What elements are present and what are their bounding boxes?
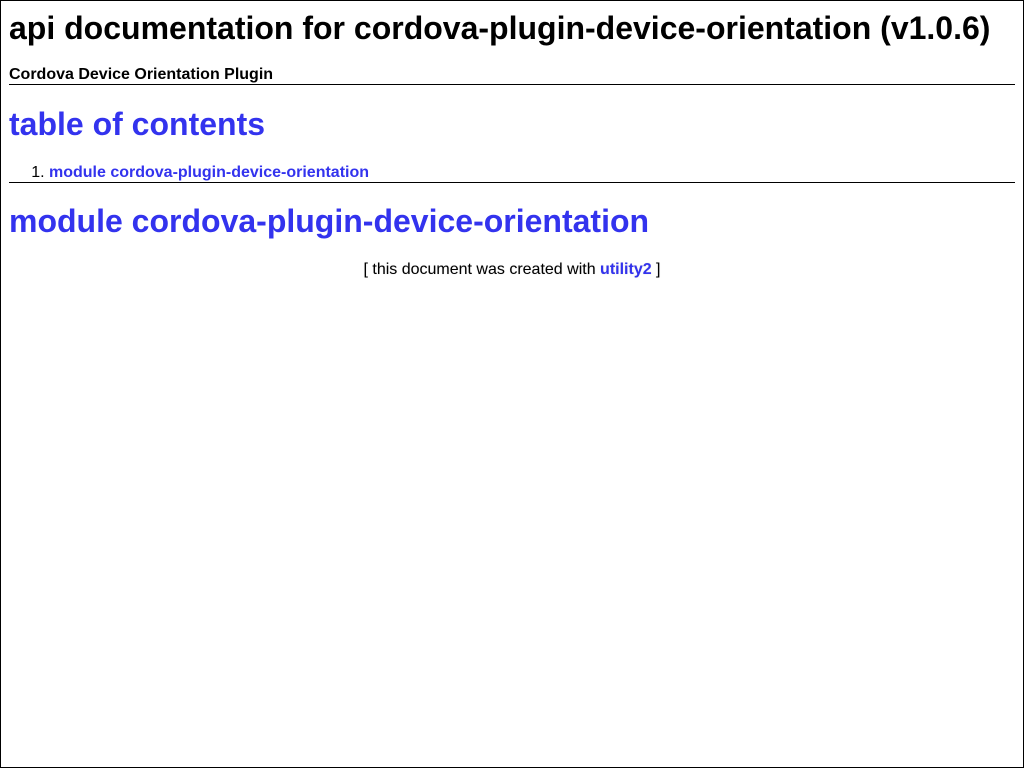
footer-prefix: [ this document was created with bbox=[363, 261, 601, 278]
toc-link-module[interactable]: module cordova-plugin-device-orientation bbox=[49, 164, 370, 181]
toc-heading[interactable]: table of contents bbox=[9, 106, 1015, 143]
utility2-link[interactable]: utility2 bbox=[600, 261, 652, 278]
footer-suffix: ] bbox=[651, 261, 661, 278]
module-heading-link[interactable]: module cordova-plugin-device-orientation bbox=[9, 203, 650, 239]
divider bbox=[9, 182, 1015, 183]
page-subtitle: Cordova Device Orientation Plugin bbox=[9, 66, 274, 83]
toc-list: module cordova-plugin-device-orientation bbox=[9, 164, 1015, 182]
toc-list-item: module cordova-plugin-device-orientation bbox=[49, 164, 1015, 182]
divider bbox=[9, 84, 1015, 85]
toc-heading-link[interactable]: table of contents bbox=[9, 106, 266, 142]
page-title: api documentation for cordova-plugin-dev… bbox=[9, 10, 991, 46]
footer-credit: [ this document was created with utility… bbox=[9, 261, 1015, 279]
module-heading[interactable]: module cordova-plugin-device-orientation bbox=[9, 203, 1015, 240]
